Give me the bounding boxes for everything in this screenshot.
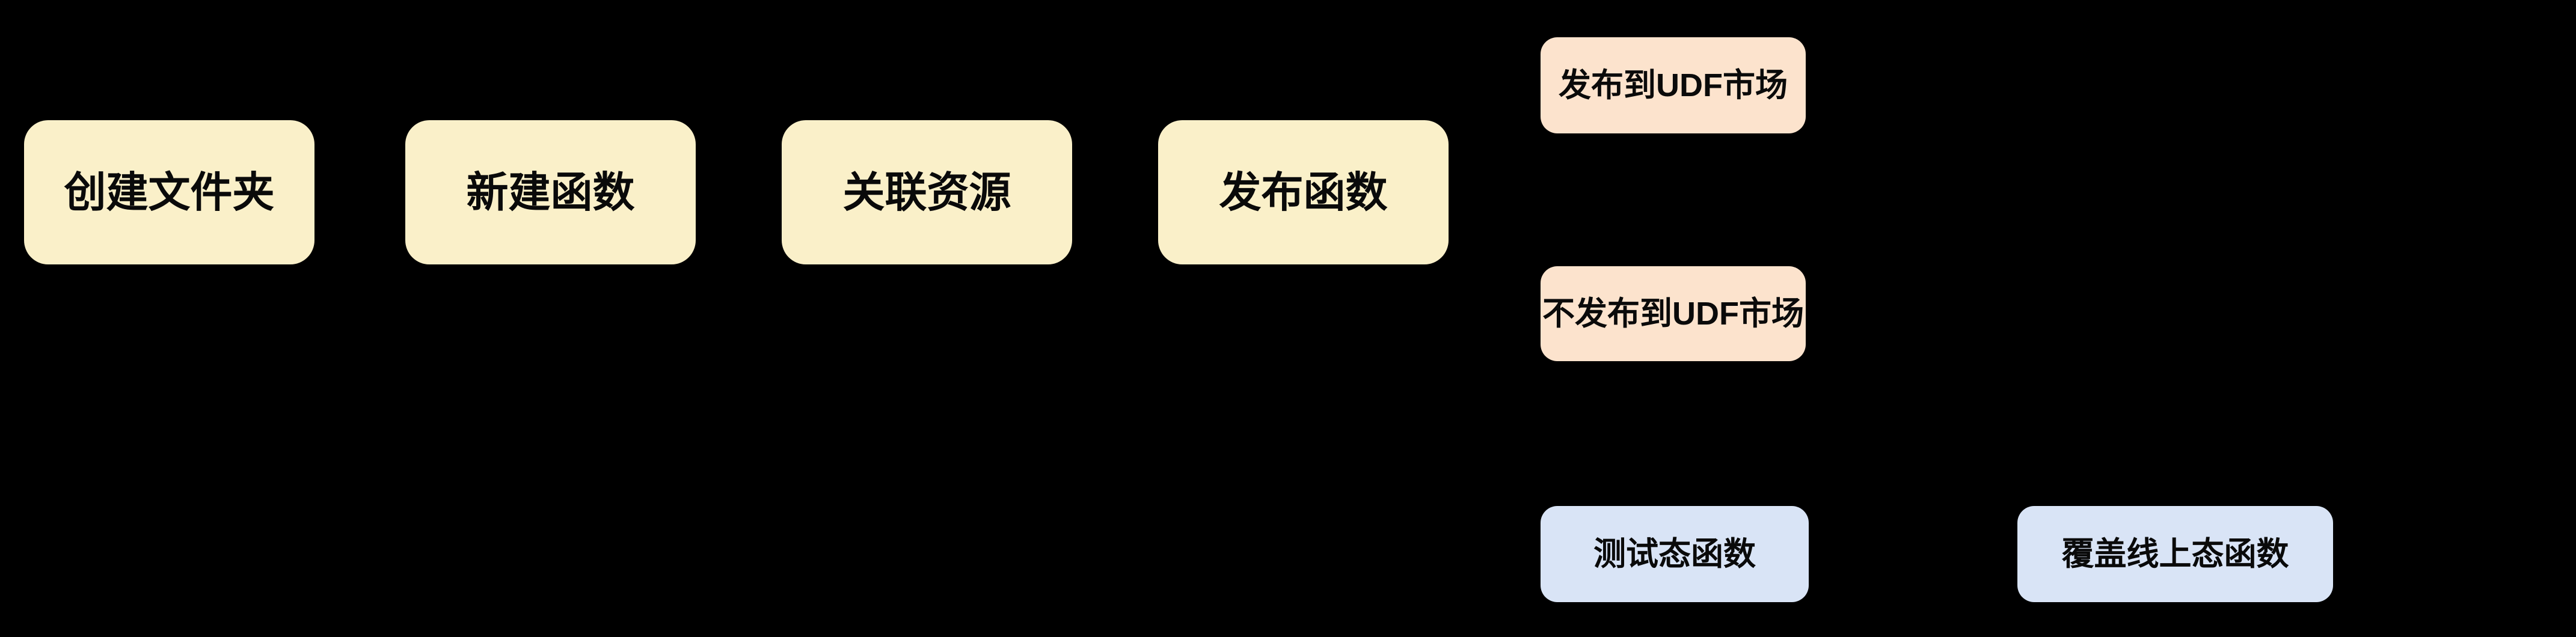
node-publish-to-udf-market: 发布到UDF市场 (1541, 37, 1806, 133)
node-new-function: 新建函数 (405, 120, 696, 264)
node-override-online-function: 覆盖线上态函数 (2017, 506, 2333, 602)
node-test-state-function-label: 测试态函数 (1593, 536, 1756, 572)
node-override-online-function-label: 覆盖线上态函数 (2061, 536, 2289, 572)
node-create-folder: 创建文件夹 (24, 120, 314, 264)
node-new-function-label: 新建函数 (466, 169, 635, 216)
node-publish-function: 发布函数 (1158, 120, 1449, 264)
node-publish-to-udf-market-label: 发布到UDF市场 (1559, 67, 1788, 103)
node-test-state-function: 测试态函数 (1541, 506, 1809, 602)
node-publish-function-label: 发布函数 (1219, 169, 1388, 216)
node-no-publish-to-udf-market: 不发布到UDF市场 (1541, 266, 1806, 361)
node-create-folder-label: 创建文件夹 (64, 169, 275, 216)
node-link-resources-label: 关联资源 (842, 169, 1011, 216)
node-link-resources: 关联资源 (782, 120, 1072, 264)
node-no-publish-to-udf-market-label: 不发布到UDF市场 (1542, 296, 1804, 332)
